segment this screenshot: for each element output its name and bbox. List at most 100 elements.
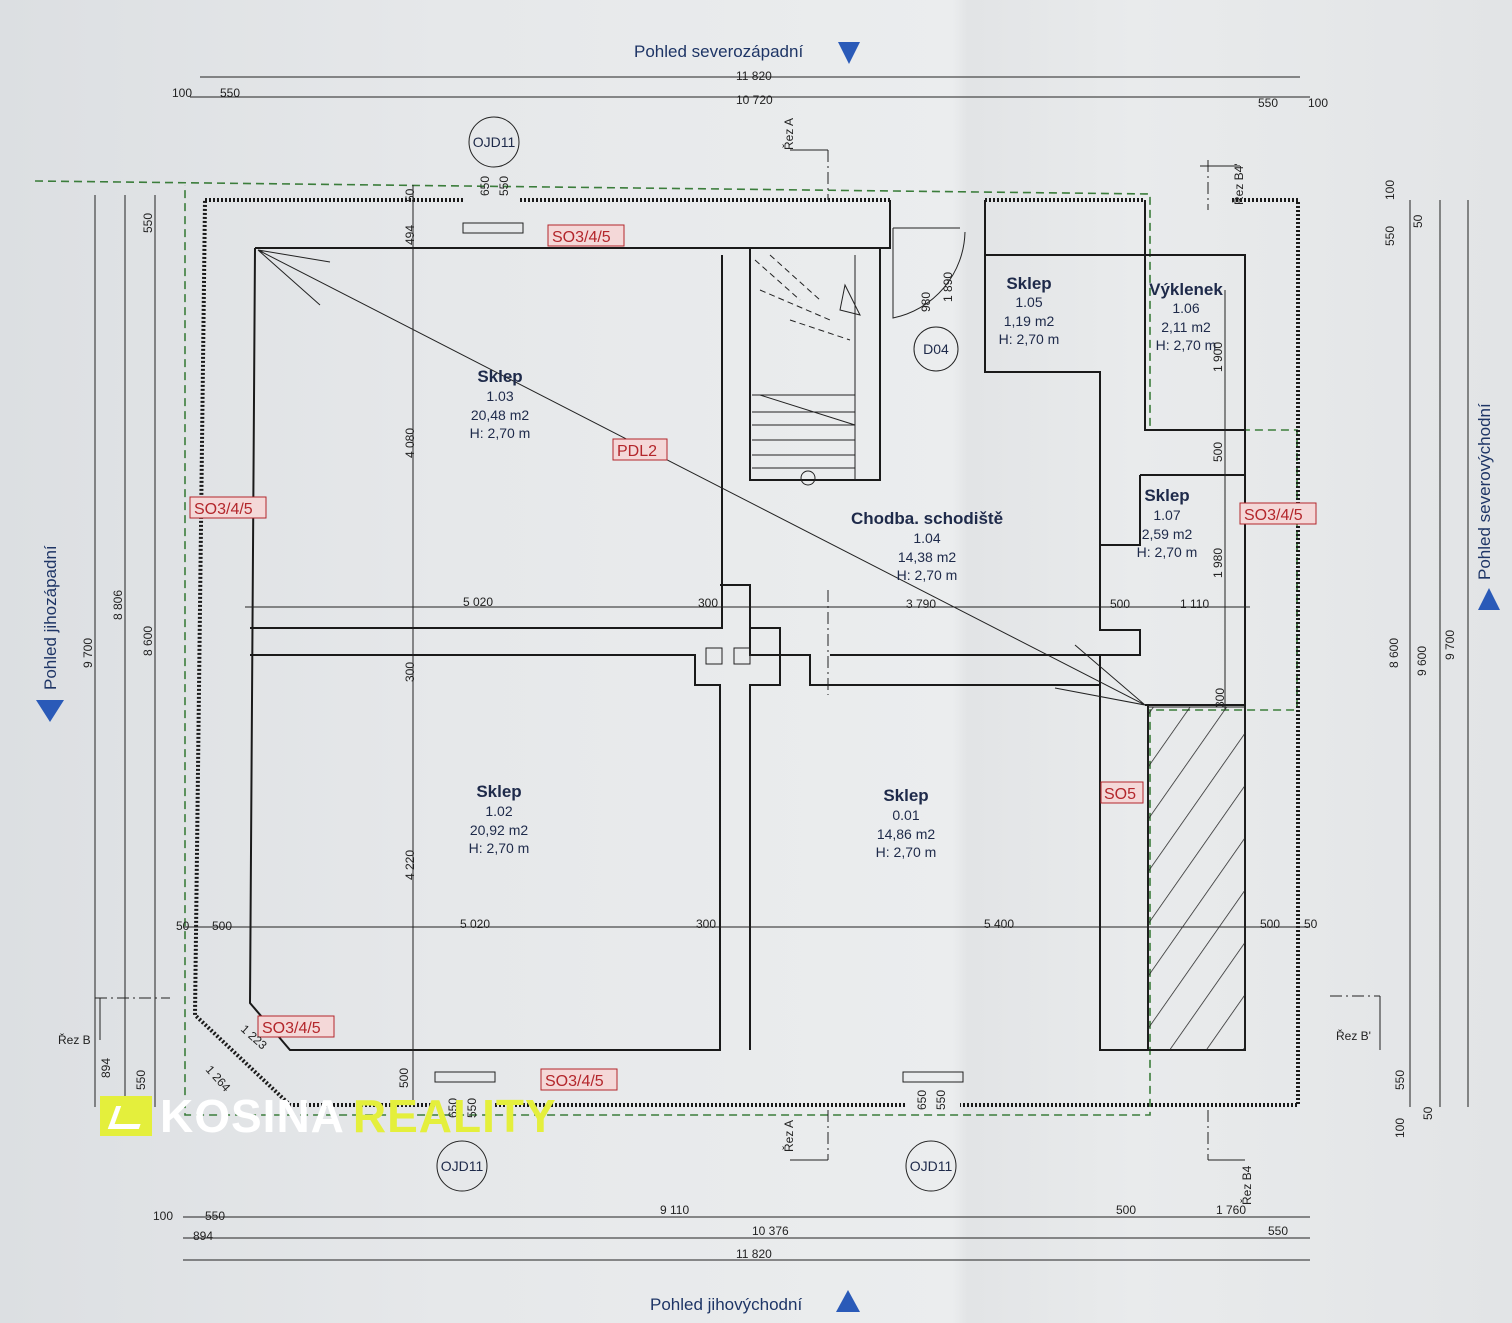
svg-text:550: 550 [134, 1070, 148, 1090]
svg-text:9 600: 9 600 [1415, 646, 1429, 676]
svg-text:50: 50 [1411, 214, 1425, 228]
svg-text:H: 2,70 m: H: 2,70 m [1137, 544, 1198, 560]
svg-text:894: 894 [193, 1229, 213, 1243]
svg-text:20,48 m2: 20,48 m2 [471, 407, 530, 423]
svg-text:1.04: 1.04 [913, 530, 940, 546]
site-boundary [34, 180, 1298, 1116]
windows [434, 222, 964, 1083]
room-1-05: Sklep 1.05 1,19 m2 H: 2,70 m [999, 274, 1060, 347]
svg-text:550: 550 [497, 176, 511, 196]
svg-text:650: 650 [478, 176, 492, 196]
view-arrow-right [1478, 588, 1500, 610]
room-1-04: Chodba. schodiště 1.04 14,38 m2 H: 2,70 … [851, 509, 1003, 583]
svg-text:H: 2,70 m: H: 2,70 m [469, 840, 530, 856]
svg-text:300: 300 [1213, 688, 1227, 708]
svg-text:50: 50 [403, 188, 417, 202]
svg-text:9 700: 9 700 [81, 638, 95, 668]
svg-text:50: 50 [176, 919, 190, 933]
svg-text:20,92 m2: 20,92 m2 [470, 822, 529, 838]
room-1-02: Sklep 1.02 20,92 m2 H: 2,70 m [469, 782, 530, 856]
svg-text:5 400: 5 400 [984, 917, 1014, 931]
logo-word-1: KOSINA [160, 1090, 345, 1142]
svg-text:550: 550 [141, 213, 155, 233]
hatched-void [1147, 706, 1246, 1051]
svg-text:Chodba. schodiště: Chodba. schodiště [851, 509, 1003, 528]
svg-text:5 020: 5 020 [463, 595, 493, 609]
svg-text:100: 100 [172, 86, 192, 100]
room-1-03: Sklep 1.03 20,48 m2 H: 2,70 m [470, 367, 531, 441]
logo-word-2: REALITY [352, 1090, 557, 1142]
view-arrow-left [36, 700, 64, 722]
stair-wall [720, 248, 1100, 1050]
svg-text:SO3/4/5: SO3/4/5 [194, 501, 253, 518]
svg-text:500: 500 [1260, 917, 1280, 931]
svg-text:8 600: 8 600 [141, 626, 155, 656]
svg-text:9 700: 9 700 [1443, 630, 1457, 660]
svg-text:980: 980 [919, 292, 933, 312]
svg-text:1.03: 1.03 [486, 388, 513, 404]
view-label-left: Pohled jihozápadní [41, 545, 60, 690]
svg-text:SO3/4/5: SO3/4/5 [262, 1020, 321, 1037]
svg-text:1.05: 1.05 [1015, 294, 1042, 310]
view-label-right: Pohled severovýchodní [1475, 403, 1494, 580]
section-label-b: Řez B [58, 1032, 91, 1047]
svg-text:500: 500 [397, 1068, 411, 1088]
svg-text:550: 550 [1268, 1224, 1288, 1238]
svg-text:SO3/4/5: SO3/4/5 [545, 1073, 604, 1090]
section-label-a-bottom: Řez A [781, 1120, 796, 1152]
svg-text:4 220: 4 220 [403, 850, 417, 880]
dimension-texts: 11 820 10 720 100 550 550 100 100 550 9 … [81, 69, 1457, 1261]
svg-text:2,59 m2: 2,59 m2 [1142, 526, 1193, 542]
svg-text:1.02: 1.02 [485, 803, 512, 819]
svg-text:100: 100 [1393, 1118, 1407, 1138]
svg-text:8 600: 8 600 [1387, 638, 1401, 668]
svg-text:100: 100 [1308, 96, 1328, 110]
svg-text:9 110: 9 110 [660, 1203, 689, 1217]
svg-text:300: 300 [696, 917, 716, 931]
svg-text:14,38 m2: 14,38 m2 [898, 549, 957, 565]
ojd-symbol-bottom-right: OJD11 [905, 1140, 957, 1192]
room-0-01: Sklep 0.01 14,86 m2 H: 2,70 m [876, 786, 937, 860]
tag-pdl2: PDL2 [612, 438, 668, 461]
inner-wall-outline [255, 200, 1246, 1051]
svg-text:11 820: 11 820 [736, 69, 772, 83]
svg-text:14,86 m2: 14,86 m2 [877, 826, 936, 842]
svg-text:650: 650 [915, 1090, 929, 1110]
svg-text:Sklep: Sklep [477, 367, 522, 386]
svg-text:100: 100 [153, 1209, 173, 1223]
svg-text:494: 494 [403, 225, 417, 245]
svg-text:50: 50 [1421, 1106, 1435, 1120]
inner-wall-left [248, 247, 723, 1051]
view-label-bottom: Pohled jihovýchodní [650, 1295, 802, 1314]
svg-text:SO3/4/5: SO3/4/5 [1244, 507, 1303, 524]
svg-text:550: 550 [465, 1098, 479, 1118]
svg-text:8 806: 8 806 [111, 590, 125, 620]
svg-text:500: 500 [1211, 442, 1225, 462]
svg-text:H: 2,70 m: H: 2,70 m [876, 844, 937, 860]
svg-text:1 900: 1 900 [1211, 342, 1225, 372]
svg-text:H: 2,70 m: H: 2,70 m [1156, 337, 1217, 353]
room-1-06: Výklenek 1.06 2,11 m2 H: 2,70 m [1149, 280, 1223, 353]
svg-text:550: 550 [220, 86, 240, 100]
niche-wall [1100, 200, 1246, 1051]
svg-text:OJD11: OJD11 [910, 1158, 953, 1174]
svg-text:2,11 m2: 2,11 m2 [1161, 319, 1211, 335]
svg-text:10 720: 10 720 [736, 93, 773, 107]
svg-text:4 080: 4 080 [403, 428, 417, 458]
svg-text:SO5: SO5 [1104, 786, 1136, 803]
svg-text:300: 300 [403, 662, 417, 682]
svg-text:Výklenek: Výklenek [1149, 280, 1223, 299]
svg-text:0.01: 0.01 [892, 807, 919, 823]
svg-text:650: 650 [446, 1098, 460, 1118]
column-square [705, 647, 723, 665]
svg-text:H: 2,70 m: H: 2,70 m [470, 425, 531, 441]
section-label-a-top: Řez A [781, 118, 796, 150]
ojd-symbol-top: OJD11 [468, 116, 520, 168]
staircase [752, 254, 861, 486]
outer-wall [192, 198, 1300, 1107]
svg-text:Sklep: Sklep [1144, 486, 1189, 505]
svg-text:H: 2,70 m: H: 2,70 m [897, 567, 958, 583]
svg-text:Sklep: Sklep [476, 782, 521, 801]
svg-text:550: 550 [205, 1209, 225, 1223]
